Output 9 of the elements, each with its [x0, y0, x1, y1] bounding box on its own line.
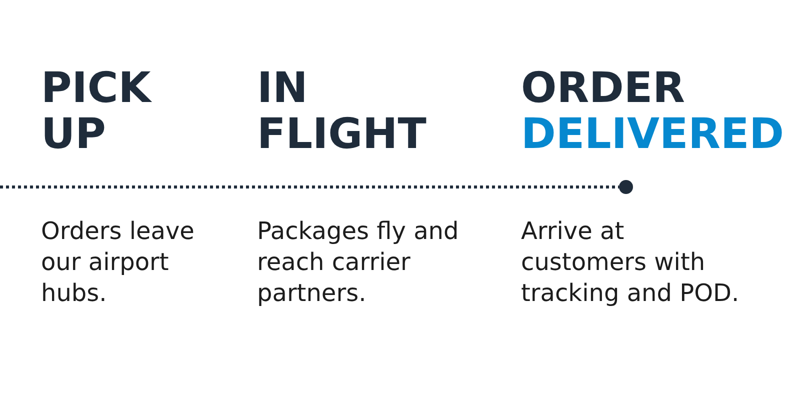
stage-heading: PICK UP: [41, 65, 153, 157]
dotted-line: [0, 186, 619, 188]
stage-description: Orders leave our airport hubs.: [41, 216, 196, 309]
timeline-dot: [619, 180, 633, 194]
stage-heading: DELIVERED: [521, 111, 784, 157]
stage-description: Arrive at customers with tracking and POD.: [521, 216, 740, 309]
stage-heading: IN FLIGHT: [257, 65, 428, 157]
stage-description: Packages fly and reach carrier partners.: [257, 216, 460, 309]
stage-heading: ORDER: [521, 65, 685, 111]
